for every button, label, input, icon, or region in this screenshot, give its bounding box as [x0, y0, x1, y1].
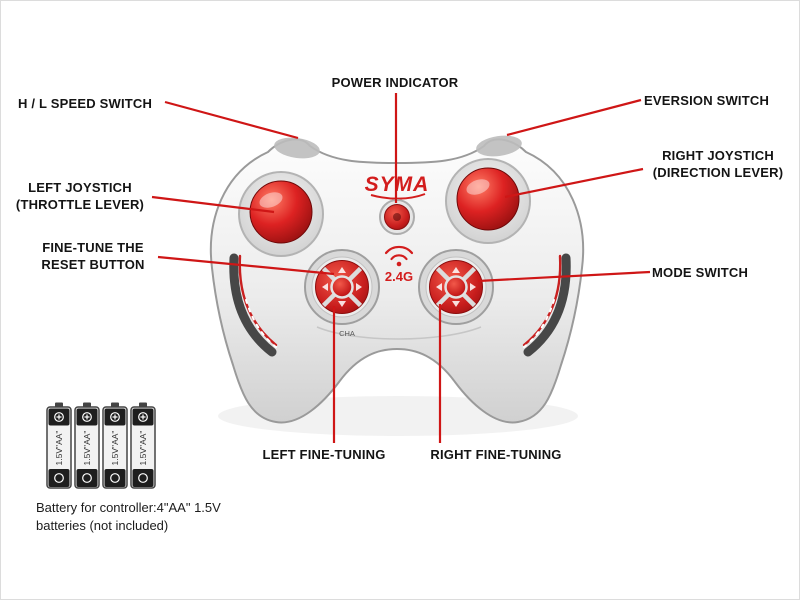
- label-right-joystick: RIGHT JOYSTICH (DIRECTION LEVER): [636, 147, 800, 181]
- label-left-joystick-line1: LEFT JOYSTICH: [28, 180, 132, 195]
- battery-cell-3: 1.5V"AA": [102, 402, 128, 489]
- line-fine-tune-reset: [157, 255, 335, 276]
- label-right-joystick-line1: RIGHT JOYSTICH: [662, 148, 774, 163]
- body-seam: [316, 326, 482, 340]
- brand-underline: [370, 193, 426, 200]
- battery-cell-label: 1.5V"AA": [110, 431, 120, 466]
- wifi-icon-dot: [396, 261, 402, 267]
- battery-cell-label: 1.5V"AA": [138, 431, 148, 466]
- frequency-label: 2.4G: [385, 269, 413, 284]
- battery-cell-2: 1.5V"AA": [74, 402, 100, 489]
- left-joystick: [249, 180, 313, 244]
- label-fine-tune-line1: FINE-TUNE THE: [42, 240, 144, 255]
- power-button: [379, 199, 415, 235]
- battery-cell-1: 1.5V"AA": [46, 402, 72, 489]
- label-right-fine-tuning: RIGHT FINE-TUNING: [430, 447, 562, 462]
- right-joystick: [456, 167, 520, 231]
- label-right-joystick-line2: (DIRECTION LEVER): [652, 165, 784, 180]
- right-shoulder: [476, 135, 522, 157]
- line-left-joystick: [151, 195, 275, 214]
- battery-cell-label: 1.5V"AA": [54, 431, 64, 466]
- line-mode-switch: [477, 270, 651, 283]
- label-left-fine-tuning: LEFT FINE-TUNING: [262, 447, 386, 462]
- label-power-indicator: POWER INDICATOR: [331, 75, 459, 90]
- right-dpad: [418, 249, 494, 325]
- wifi-icon: [384, 245, 414, 261]
- battery-cell-label: 1.5V"AA": [82, 431, 92, 466]
- label-fine-tune-reset: FINE-TUNE THE RESET BUTTON: [26, 239, 160, 273]
- label-mode-switch: MODE SWITCH: [652, 265, 749, 280]
- label-eversion-switch: EVERSION SWITCH: [644, 93, 770, 108]
- left-shoulder: [274, 137, 320, 159]
- battery-caption: Battery for controller:4"AA" 1.5V batter…: [36, 499, 221, 535]
- label-left-joystick: LEFT JOYSTICH (THROTTLE LEVER): [0, 179, 160, 213]
- line-right-joystick: [504, 167, 644, 199]
- line-eversion-switch: [506, 98, 642, 137]
- battery-caption-line2: batteries (not included): [36, 518, 169, 533]
- label-fine-tune-line2: RESET BUTTON: [41, 257, 145, 272]
- label-left-joystick-line2: (THROTTLE LEVER): [15, 197, 145, 212]
- label-hl-speed-switch: H / L SPEED SWITCH: [18, 96, 153, 111]
- battery-cell-4: 1.5V"AA": [130, 402, 156, 489]
- channel-label: CHA: [339, 329, 355, 338]
- callout-lines: [151, 93, 651, 443]
- right-side-accent: [522, 253, 571, 357]
- left-side-accent: [229, 253, 278, 357]
- left-dpad: [304, 249, 380, 325]
- battery-caption-line1: Battery for controller:4"AA" 1.5V: [36, 500, 221, 515]
- line-hl-speed-switch: [164, 100, 299, 140]
